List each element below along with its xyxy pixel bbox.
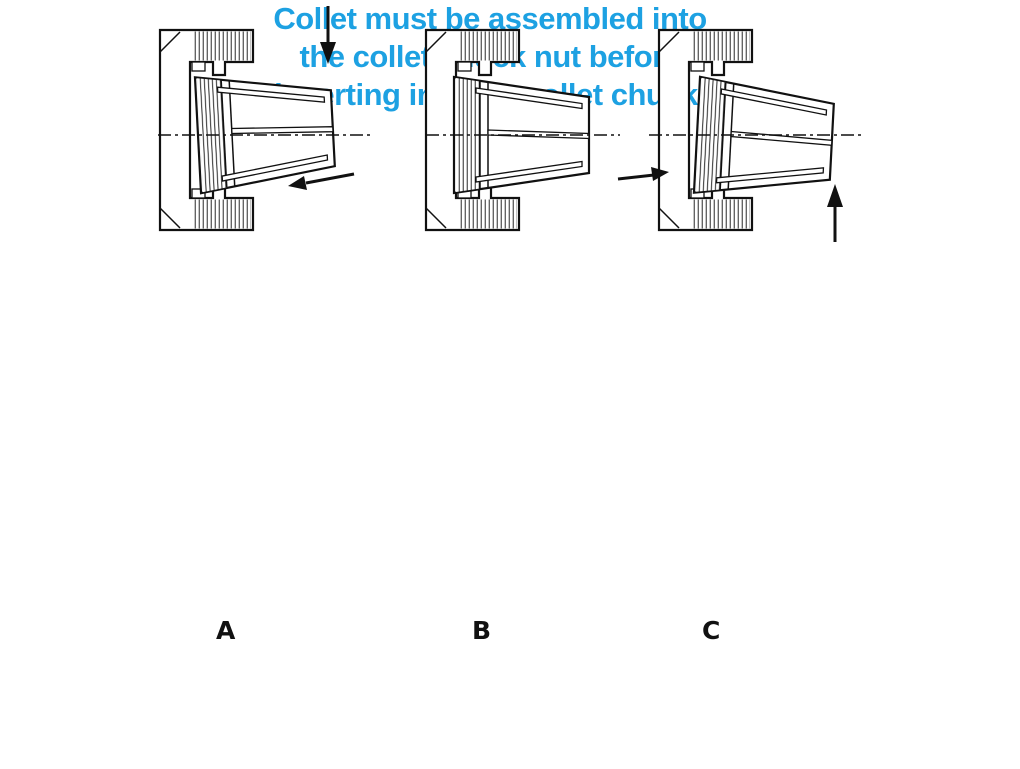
insert-arrow-left-icon	[288, 172, 355, 190]
insert-arrow-up-icon	[827, 184, 843, 242]
collet	[193, 69, 337, 195]
figure-a-label: A	[216, 616, 236, 645]
figure-b-label: B	[472, 616, 492, 645]
figure-c-drawing	[617, 28, 865, 242]
figure-a-drawing	[158, 6, 372, 232]
figure-b-drawing	[424, 28, 620, 232]
figure-c-label: C	[702, 616, 721, 645]
insert-arrow-down-icon	[320, 6, 336, 64]
collet	[692, 75, 836, 201]
insert-arrow-right-icon	[617, 167, 669, 181]
